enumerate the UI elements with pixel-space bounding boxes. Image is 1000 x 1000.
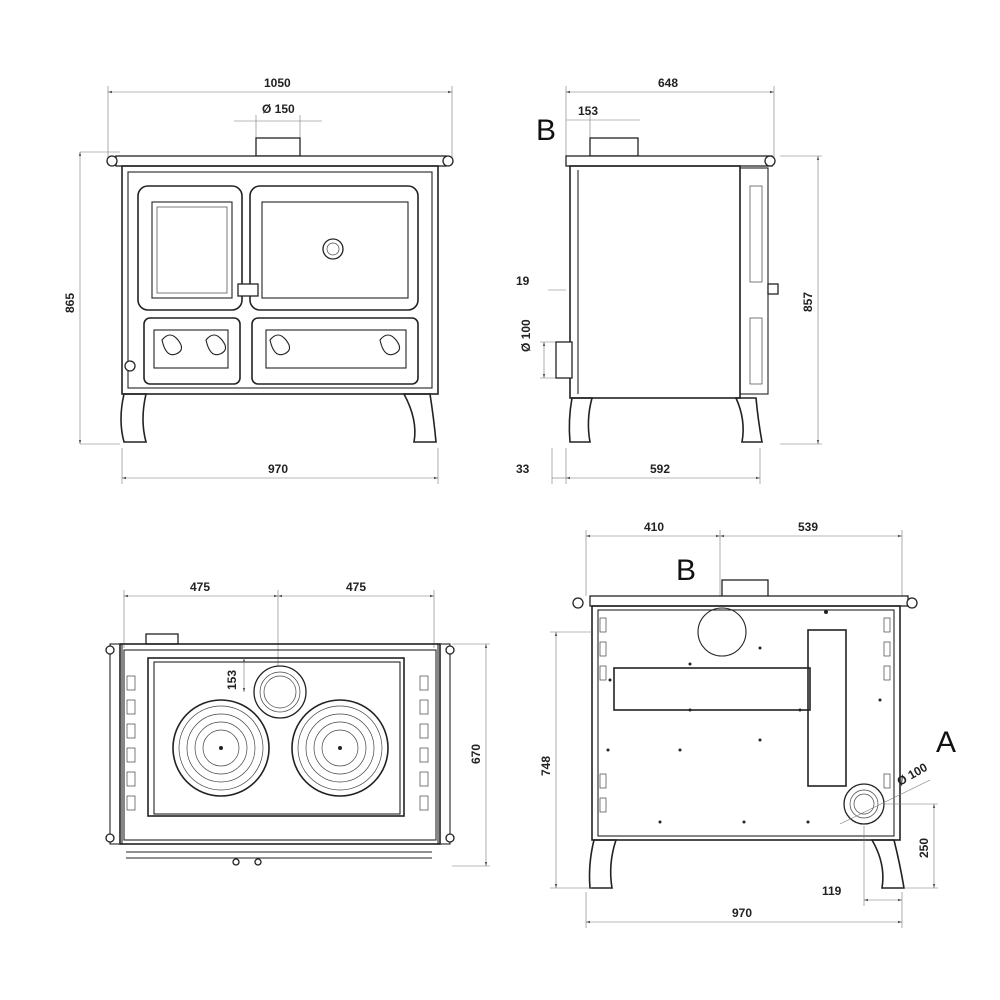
side-height-total-label: 857 xyxy=(801,292,815,312)
rear-height-label: 748 xyxy=(539,756,553,776)
rear-marker-b: B xyxy=(676,554,696,587)
side-dim-19-label: 19 xyxy=(516,274,530,288)
top-depth-label: 670 xyxy=(469,744,483,764)
side-inlet-diameter-label: Ø 100 xyxy=(519,319,533,352)
top-view: 475 475 xyxy=(105,580,490,867)
top-left-half-label: 475 xyxy=(190,580,210,594)
front-body-width-label: 970 xyxy=(268,462,288,476)
side-view: 648 153 B 19 Ø 100 857 xyxy=(516,76,822,484)
top-flue-offset-label: 153 xyxy=(225,670,239,690)
front-width-total-label: 1050 xyxy=(264,76,291,90)
top-right-half-label: 475 xyxy=(346,580,366,594)
side-dim-33-label: 33 xyxy=(516,462,530,476)
side-flue-offset-label: 153 xyxy=(578,104,598,118)
rear-view: 410 539 B A Ø 100 xyxy=(539,520,956,928)
front-view: 1050 Ø 150 xyxy=(63,76,454,484)
rear-right-offset-label: 539 xyxy=(798,520,818,534)
side-body-depth-label: 592 xyxy=(650,462,670,476)
rear-marker-a: A xyxy=(936,726,956,759)
front-height-total-label: 865 xyxy=(63,293,77,313)
rear-inlet-height-label: 250 xyxy=(917,838,931,858)
rear-left-offset-label: 410 xyxy=(644,520,664,534)
side-marker-b: B xyxy=(536,114,556,147)
side-depth-total-label: 648 xyxy=(658,76,678,90)
front-flue-diameter-label: Ø 150 xyxy=(262,102,295,116)
rear-inlet-side-offset-label: 119 xyxy=(822,884,842,898)
rear-body-width-label: 970 xyxy=(732,906,752,920)
